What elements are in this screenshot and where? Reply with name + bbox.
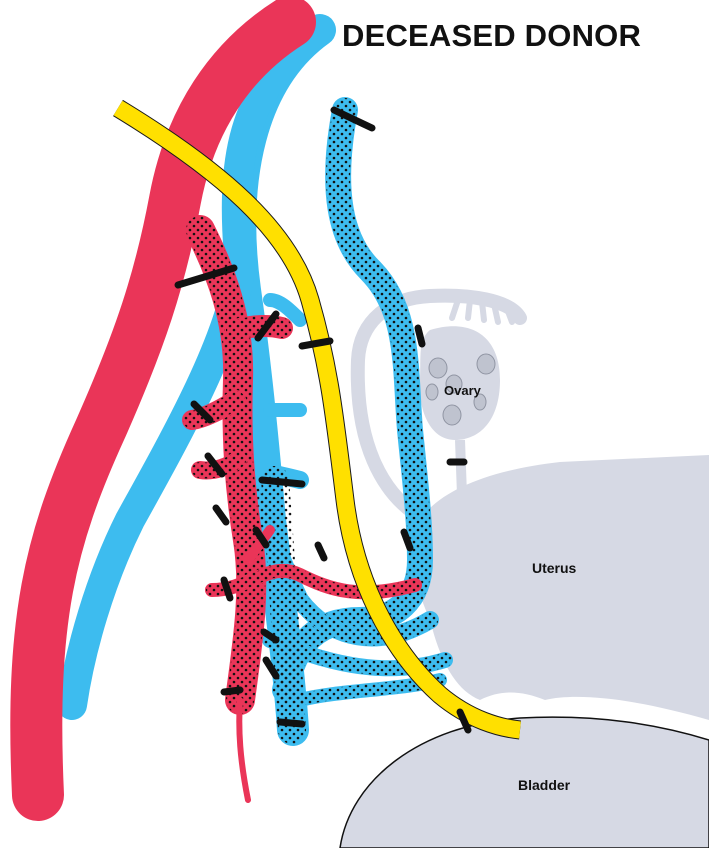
ligation-clamps (174, 106, 472, 734)
ovary-label: Ovary (444, 383, 482, 398)
uterus-label: Uterus (532, 560, 577, 576)
fimbriae (449, 297, 515, 325)
uterus-shape (412, 455, 709, 720)
fallopian-tube (350, 288, 527, 527)
organs (339, 288, 709, 849)
bladder-shape (339, 716, 709, 849)
bladder-label: Bladder (518, 777, 571, 793)
ovary-follicles (425, 353, 496, 426)
diagram-title: DECEASED DONOR (342, 18, 642, 53)
artery-system (10, 0, 422, 821)
